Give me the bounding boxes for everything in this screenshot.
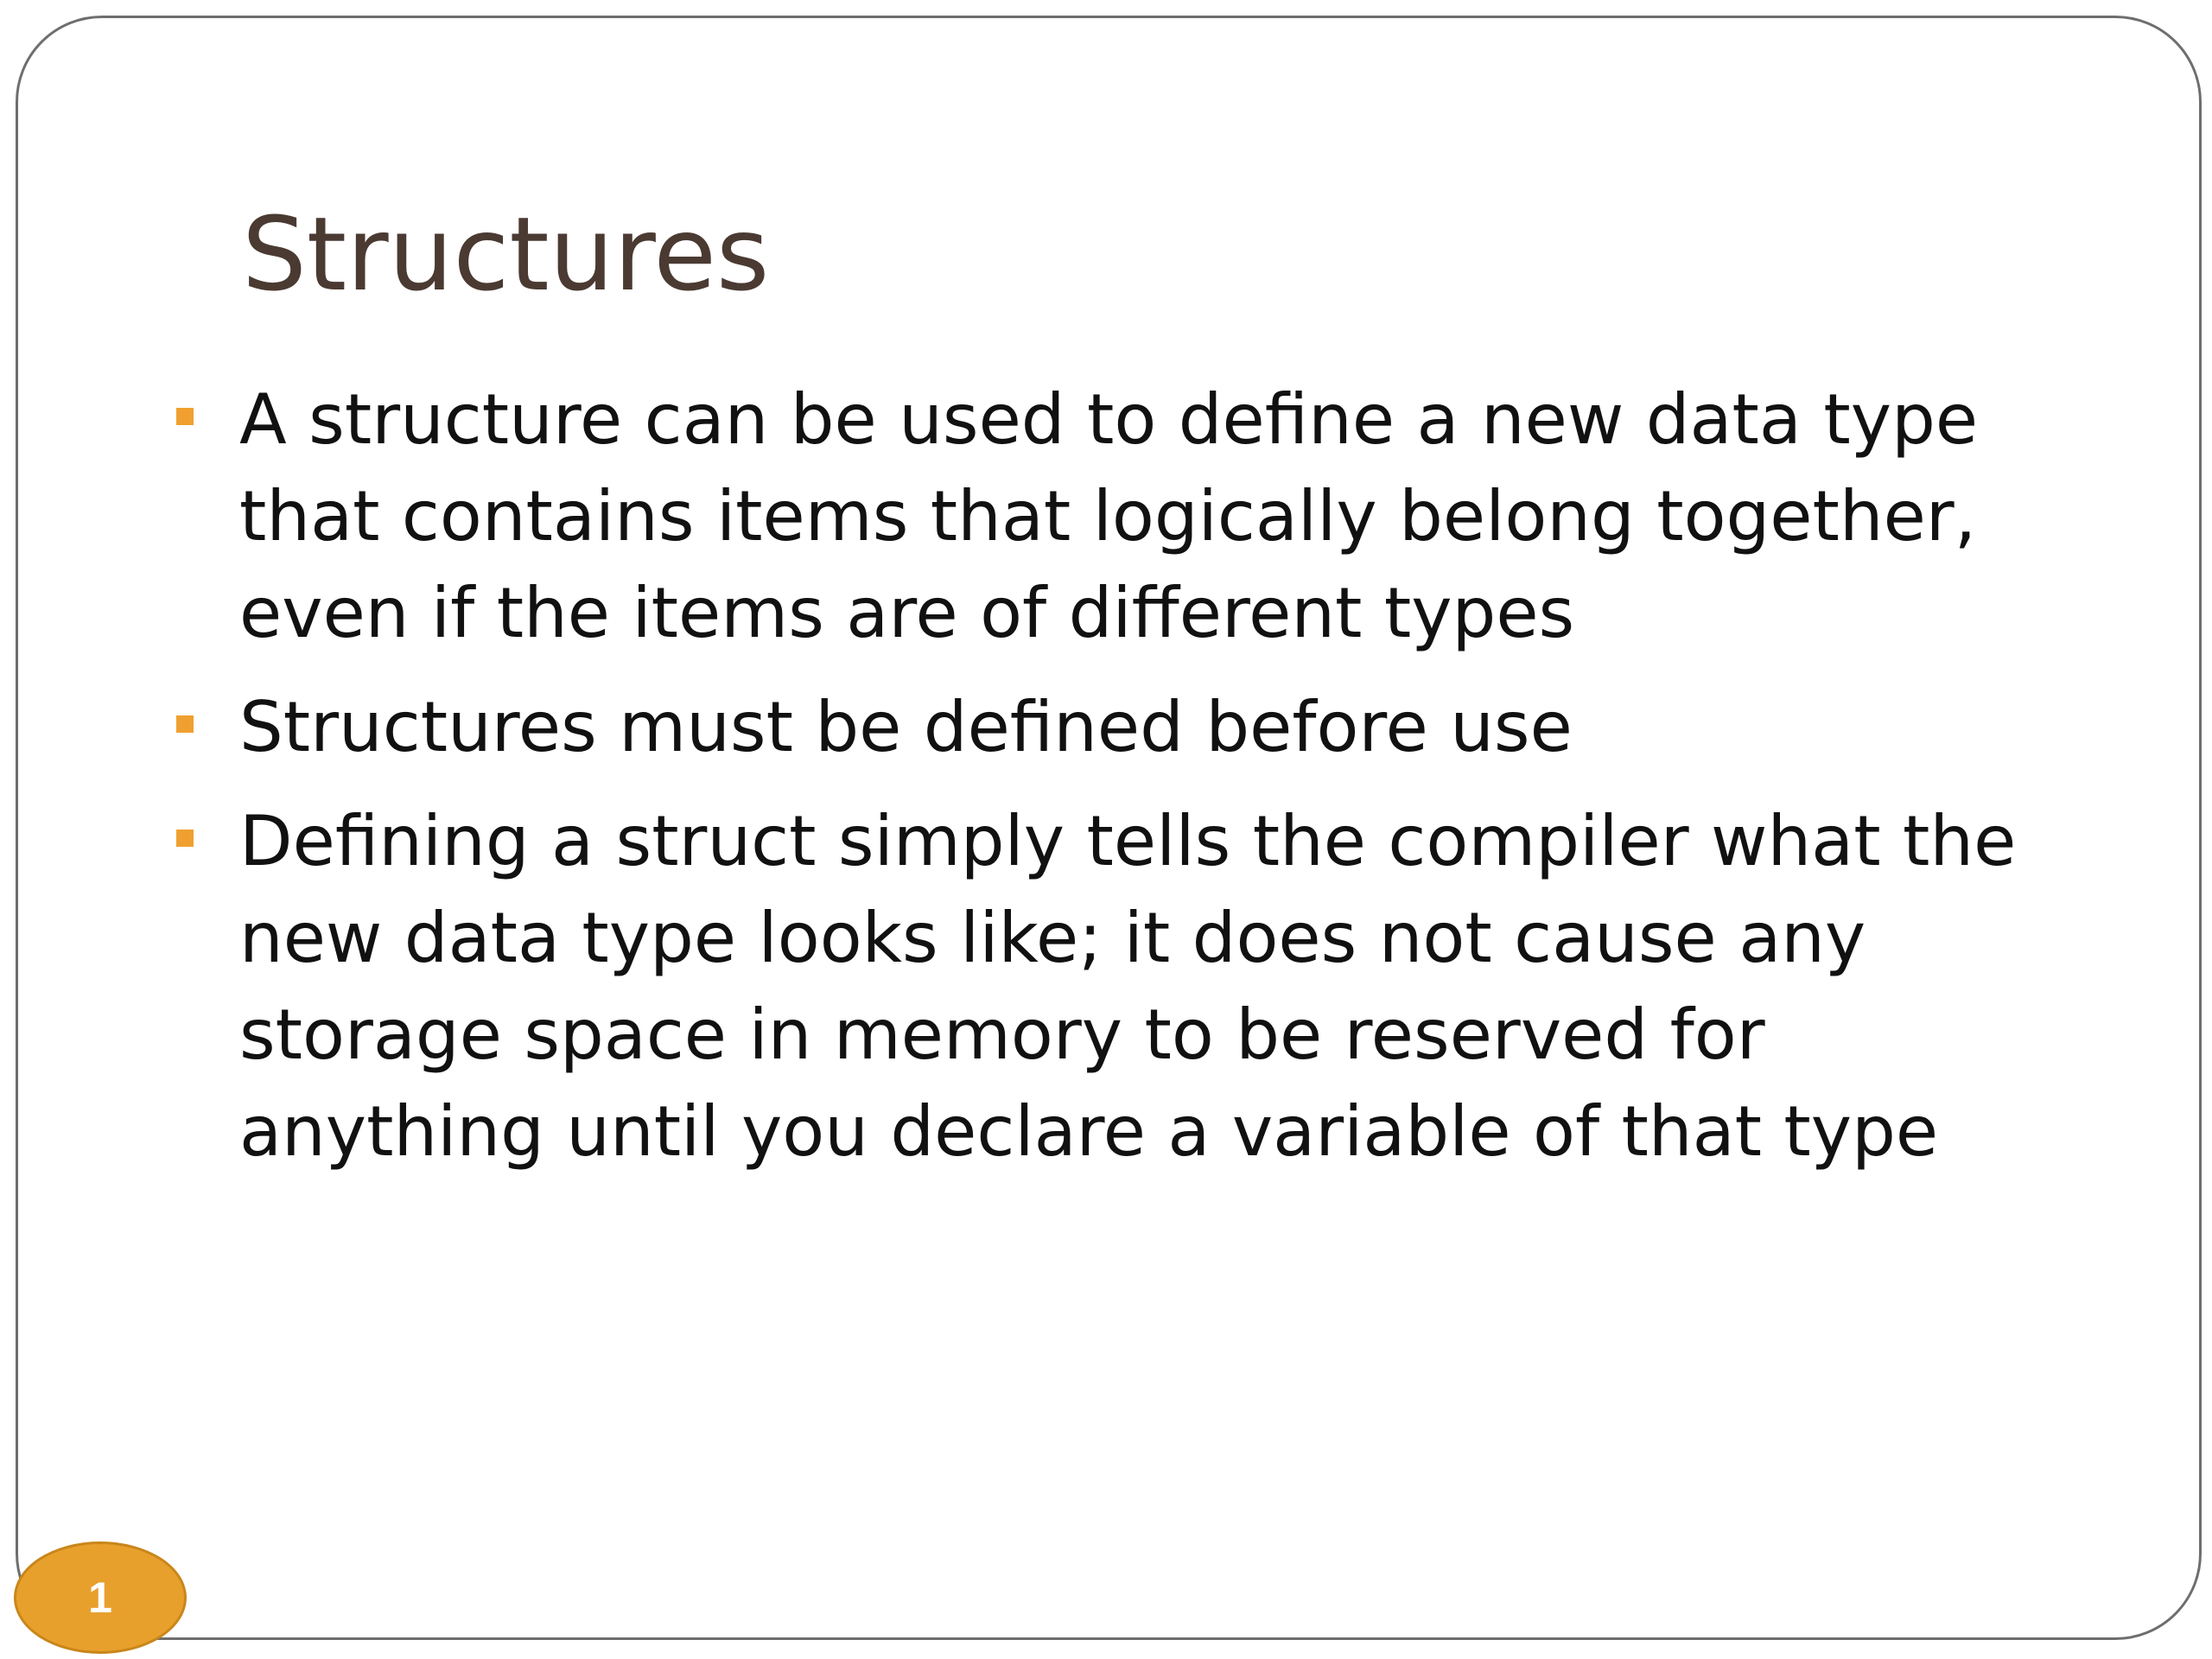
- slide-frame: [16, 16, 2202, 1640]
- bullet-text: Defining a struct simply tells the compi…: [239, 801, 2017, 1172]
- bullet-item: Defining a struct simply tells the compi…: [173, 793, 2074, 1180]
- bullet-text: Structures must be defined before use: [239, 687, 1573, 767]
- page-number-badge: 1: [14, 1541, 187, 1654]
- square-bullet-icon: [176, 715, 194, 733]
- bullet-list: A structure can be used to define a new …: [173, 372, 2074, 1198]
- slide-title: Structures: [242, 194, 770, 314]
- square-bullet-icon: [176, 830, 194, 847]
- page-number: 1: [88, 1573, 112, 1622]
- bullet-item: A structure can be used to define a new …: [173, 372, 2074, 662]
- square-bullet-icon: [176, 408, 194, 425]
- bullet-item: Structures must be defined before use: [173, 679, 2074, 776]
- bullet-text: A structure can be used to define a new …: [239, 379, 1979, 653]
